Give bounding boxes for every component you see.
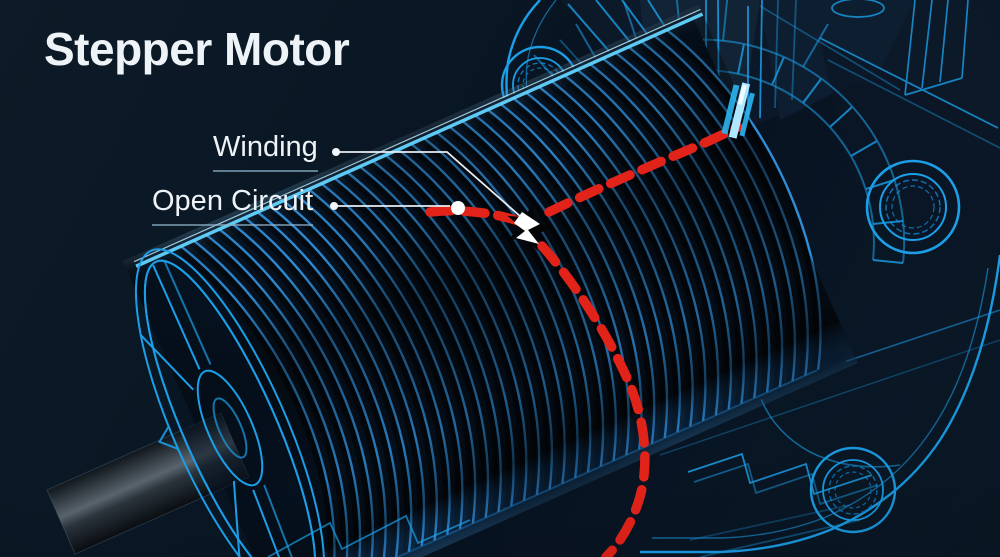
open-circuit-break-icon: [507, 205, 553, 252]
page-title: Stepper Motor: [44, 23, 350, 75]
fault-path-top: [544, 122, 743, 217]
motor-housing-front: [267, 452, 879, 557]
leader-anchor-dot: [330, 202, 338, 210]
winding-terminal-tab: [721, 82, 755, 139]
open-circuit-annotation: [425, 82, 755, 557]
screw-hole-right: [865, 159, 961, 255]
fault-path-front: [537, 241, 650, 557]
keyway-notch: [158, 426, 179, 450]
hub: [196, 369, 264, 487]
callout-leaders: [330, 148, 522, 218]
open-circuit-label: Open Circuit: [152, 185, 314, 226]
end-cap-spokes: [139, 259, 306, 557]
leader-anchor-dot: [332, 148, 340, 156]
fault-point-dot: [451, 201, 465, 215]
housing-top-right: [759, 0, 1000, 149]
winding-leader-line: [336, 151, 522, 218]
bobbin-end-cap: [134, 248, 326, 557]
winding-label: Winding: [213, 131, 318, 172]
